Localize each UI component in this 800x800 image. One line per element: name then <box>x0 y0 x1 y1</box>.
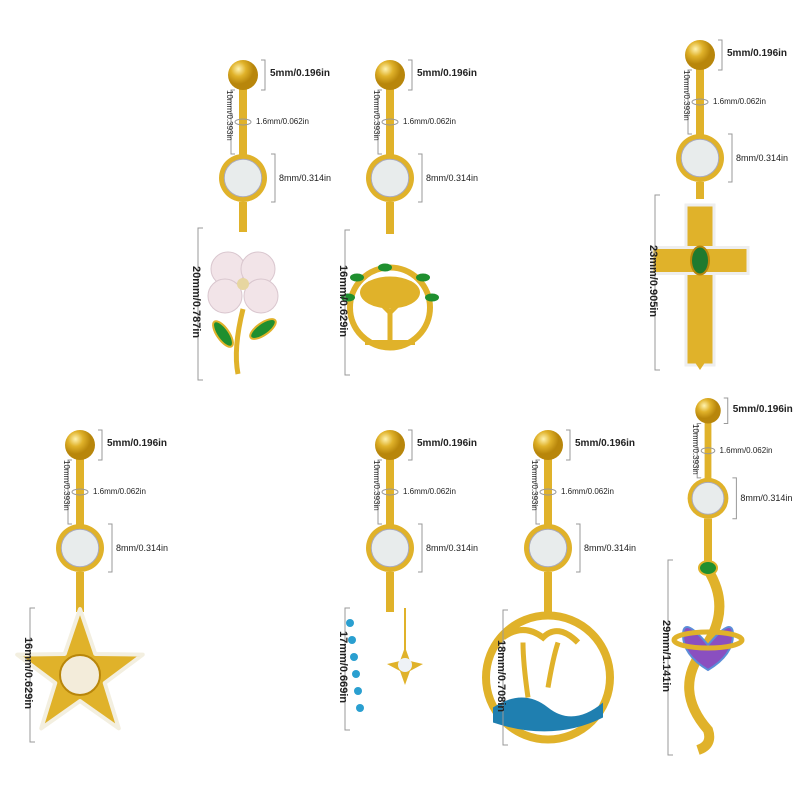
top-ball <box>65 430 95 460</box>
gem-size-label: 8mm/0.314in <box>279 173 332 183</box>
dimension-lines <box>654 39 733 371</box>
bar-length-label: 10mm/0.393in <box>62 460 71 511</box>
gem-bezel <box>676 134 724 182</box>
palm-wave-pendant <box>482 611 614 744</box>
dimension-lines <box>502 429 581 746</box>
tree-of-life-pendant <box>341 263 439 351</box>
gem-bezel <box>56 524 104 572</box>
gem-size-label: 8mm/0.314in <box>740 493 793 504</box>
ball-size-label: 5mm/0.196in <box>732 403 793 415</box>
barbell-bar <box>386 457 394 527</box>
dangle-link <box>386 572 394 612</box>
barbell-bar <box>704 420 712 481</box>
gem-size-label: 8mm/0.314in <box>116 543 169 553</box>
bar-length-label: 10mm/0.393in <box>372 460 381 511</box>
gem-bezel <box>687 477 729 519</box>
cross-pendant <box>650 203 750 370</box>
clear-gem <box>691 481 725 515</box>
dangle-link <box>696 182 704 199</box>
flower-pendant <box>207 251 279 375</box>
gem-size-label: 8mm/0.314in <box>584 543 637 553</box>
clear-gem <box>680 138 720 178</box>
top-ball <box>228 60 258 90</box>
ball-size-label: 5mm/0.196in <box>417 68 478 79</box>
dimension-lines <box>197 59 276 381</box>
top-ball <box>695 398 721 424</box>
dangle-link <box>76 572 84 612</box>
gem-bezel <box>524 524 572 572</box>
barbell-bar <box>386 87 394 157</box>
bar-length-label: 10mm/0.393in <box>372 90 381 141</box>
pendant-length-label: 23mm/0.905in <box>647 244 659 317</box>
gem-bezel <box>366 524 414 572</box>
gem-bezel <box>219 154 267 202</box>
clear-gem <box>60 528 100 568</box>
dimension-lines <box>344 429 423 731</box>
clear-gem <box>370 158 410 198</box>
pendant-length-label: 16mm/0.629in <box>337 264 349 337</box>
gauge-label: 1.6mm/0.062in <box>561 487 614 496</box>
top-ball <box>533 430 563 460</box>
gem-bezel <box>366 154 414 202</box>
dimension-lines <box>344 59 423 376</box>
clear-gem <box>370 528 410 568</box>
gauge-label: 1.6mm/0.062in <box>403 487 456 496</box>
top-ball <box>685 40 715 70</box>
dimension-lines <box>667 397 737 756</box>
ball-size-label: 5mm/0.196in <box>107 438 168 449</box>
gauge-label: 1.6mm/0.062in <box>403 117 456 126</box>
moon-star-pendant <box>339 608 440 734</box>
gauge-label: 1.6mm/0.062in <box>719 445 773 455</box>
pendant-length-label: 16mm/0.629in <box>22 637 34 710</box>
bar-length-label: 10mm/0.393in <box>691 423 701 475</box>
snake-heart-pendant <box>671 560 745 755</box>
pendant-length-label: 29mm/1.141in <box>660 619 672 692</box>
gauge-label: 1.6mm/0.062in <box>256 117 309 126</box>
top-ball <box>375 60 405 90</box>
gem-size-label: 8mm/0.314in <box>426 173 479 183</box>
bar-length-label: 10mm/0.393in <box>530 460 539 511</box>
pendant-length-label: 18mm/0.708in <box>495 639 507 712</box>
ball-size-label: 5mm/0.196in <box>575 438 636 449</box>
dangle-link <box>386 202 394 234</box>
dangle-link <box>544 572 552 614</box>
dangle-link <box>239 202 247 232</box>
barbell-bar <box>76 457 84 527</box>
gauge-label: 1.6mm/0.062in <box>93 487 146 496</box>
barbell-bar <box>544 457 552 527</box>
top-ball <box>375 430 405 460</box>
gem-size-label: 8mm/0.314in <box>426 543 479 553</box>
pendant-length-label: 17mm/0.669in <box>337 631 349 704</box>
dangle-link <box>704 518 712 564</box>
ball-size-label: 5mm/0.196in <box>417 438 478 449</box>
gem-size-label: 8mm/0.314in <box>736 153 789 163</box>
ball-size-label: 5mm/0.196in <box>727 48 788 59</box>
barbell-bar <box>696 67 704 137</box>
barbell-bar <box>239 87 247 157</box>
clear-gem <box>223 158 263 198</box>
ball-size-label: 5mm/0.196in <box>270 68 331 79</box>
gauge-label: 1.6mm/0.062in <box>713 97 766 106</box>
bar-length-label: 10mm/0.393in <box>225 90 234 141</box>
bar-length-label: 10mm/0.393in <box>682 70 691 121</box>
pendant-length-label: 20mm/0.787in <box>190 266 202 339</box>
dimension-lines <box>29 429 113 743</box>
starfish-pendant <box>15 607 145 731</box>
clear-gem <box>528 528 568 568</box>
